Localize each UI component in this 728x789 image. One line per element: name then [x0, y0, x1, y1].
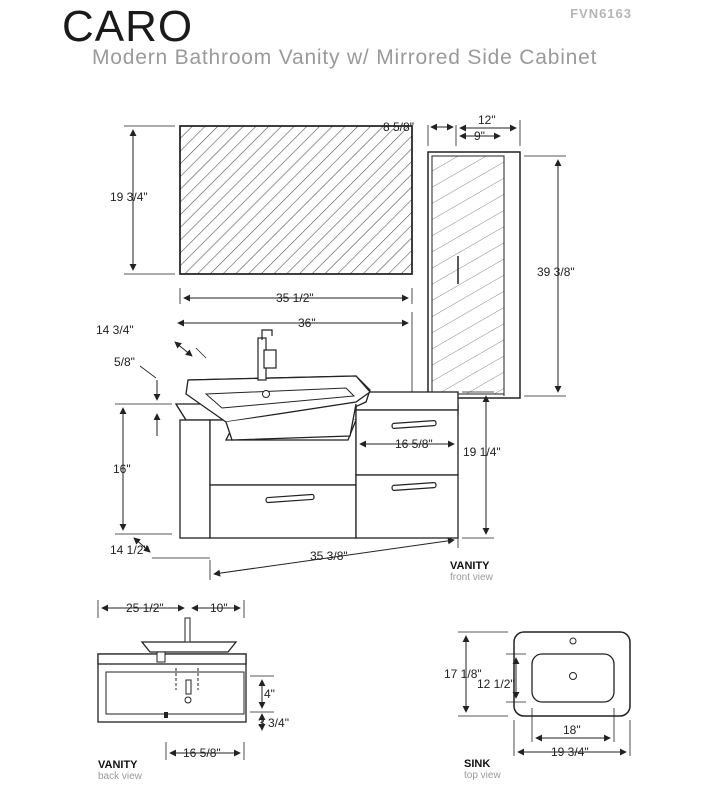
dim-depth: 14 3/4": [96, 323, 134, 337]
dim-body-depth: 14 1/2": [110, 543, 148, 557]
dim-cabinet-height: 39 3/8": [537, 265, 575, 279]
vanity-back: [97, 617, 247, 723]
dim-back-bottom: 3 3/4": [258, 716, 289, 730]
dim-back-right: 10": [210, 601, 228, 615]
dim-mirror-width: 35 1/2": [276, 291, 314, 305]
vanity-front: [174, 329, 459, 539]
mirror: [179, 125, 413, 275]
model-code: FVN6163: [570, 6, 632, 21]
dim-back-left: 25 1/2": [126, 601, 164, 615]
dim-top-thickness: 5/8": [114, 355, 135, 369]
dim-cabinet-width: 12": [478, 113, 496, 127]
dim-side-height: 19 1/4": [463, 445, 501, 459]
dim-bottom-width: 35 3/8": [310, 549, 348, 563]
sink-view-label: SINK: [464, 758, 490, 770]
dim-sink-width-inner: 18": [563, 723, 581, 737]
side-cabinet: [427, 151, 521, 399]
dim-drawer-width: 16 5/8": [395, 437, 433, 451]
back-view-label: VANITY: [98, 759, 138, 771]
dim-back-drawer-width: 16 5/8": [183, 746, 221, 760]
sink-top: [513, 631, 631, 717]
back-view-sub: back view: [98, 771, 143, 782]
dim-sink-depth-outer: 17 1/8": [444, 667, 482, 681]
dim-mirror-height: 19 3/4": [110, 190, 148, 204]
dim-body-height: 16": [113, 462, 131, 476]
brand-name: CARO: [62, 2, 194, 51]
sink-view-sub: top view: [464, 770, 501, 781]
dim-back-drain: 4": [264, 687, 275, 701]
dim-cabinet-depth-outer: 8 5/8": [383, 120, 414, 134]
dim-cabinet-inner: 9": [474, 129, 485, 143]
front-view-label: VANITY: [450, 560, 490, 572]
front-view-sub: front view: [450, 572, 494, 583]
dim-vanity-width-top: 36": [298, 316, 316, 330]
product-subtitle: Modern Bathroom Vanity w/ Mirrored Side …: [92, 46, 598, 69]
dim-sink-depth-inner: 12 1/2": [477, 677, 515, 691]
dim-sink-width-outer: 19 3/4": [551, 745, 589, 759]
